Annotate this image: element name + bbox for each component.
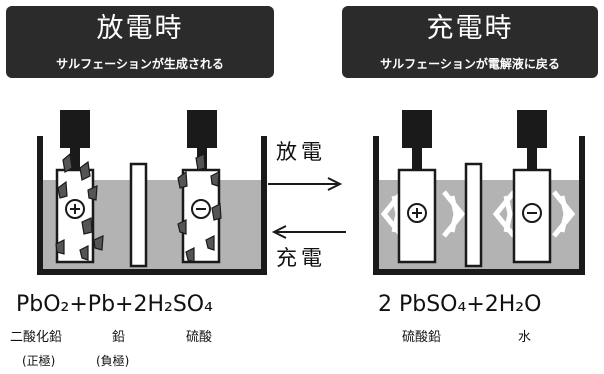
discharge-formula: PbO₂+Pb+2H₂SO₄ (16, 292, 213, 317)
discharge-arrow-label: 放電 (276, 140, 326, 164)
label-pb: 鉛 (112, 330, 126, 345)
label-negative-electrode: (負極) (96, 354, 130, 368)
charge-title: 充電時 (426, 13, 514, 44)
battery-case-right (373, 136, 585, 275)
separator-left (129, 162, 148, 268)
plus-circle-icon (407, 203, 427, 223)
charge-formula: 2 PbSO₄+2H₂O (378, 292, 542, 317)
discharge-header: 放電時 サルフェーションが生成される (6, 6, 274, 78)
label-positive-electrode: (正極) (22, 354, 56, 368)
minus-circle-icon (522, 203, 542, 223)
discharged-battery (37, 110, 267, 275)
charge-arrow (271, 225, 346, 239)
plus-circle-icon (65, 199, 85, 219)
terminal-right-negative (517, 110, 547, 148)
charge-header: 充電時 サルフェーションが電解液に戻る (342, 6, 598, 78)
battery-case-left (37, 136, 267, 275)
discharge-title: 放電時 (96, 13, 184, 44)
sulfate-crystals (55, 152, 222, 263)
dissolving-arrows (380, 190, 576, 238)
terminal-left-negative (187, 110, 217, 148)
charge-subtitle: サルフェーションが電解液に戻る (380, 57, 560, 71)
label-pbo2: 二酸化鉛 (10, 330, 63, 345)
discharge-subtitle: サルフェーションが生成される (56, 57, 224, 71)
minus-circle-icon (191, 199, 211, 219)
label-h2so4: 硫酸 (186, 330, 213, 345)
charged-battery (373, 110, 585, 275)
terminal-left-positive (60, 110, 90, 148)
label-pbso4: 硫酸鉛 (402, 330, 442, 345)
terminal-right-positive (402, 110, 432, 148)
discharge-arrow (268, 177, 343, 191)
separator-right (464, 162, 483, 268)
charge-arrow-label: 充電 (276, 246, 326, 270)
label-h2o: 水 (518, 330, 532, 345)
